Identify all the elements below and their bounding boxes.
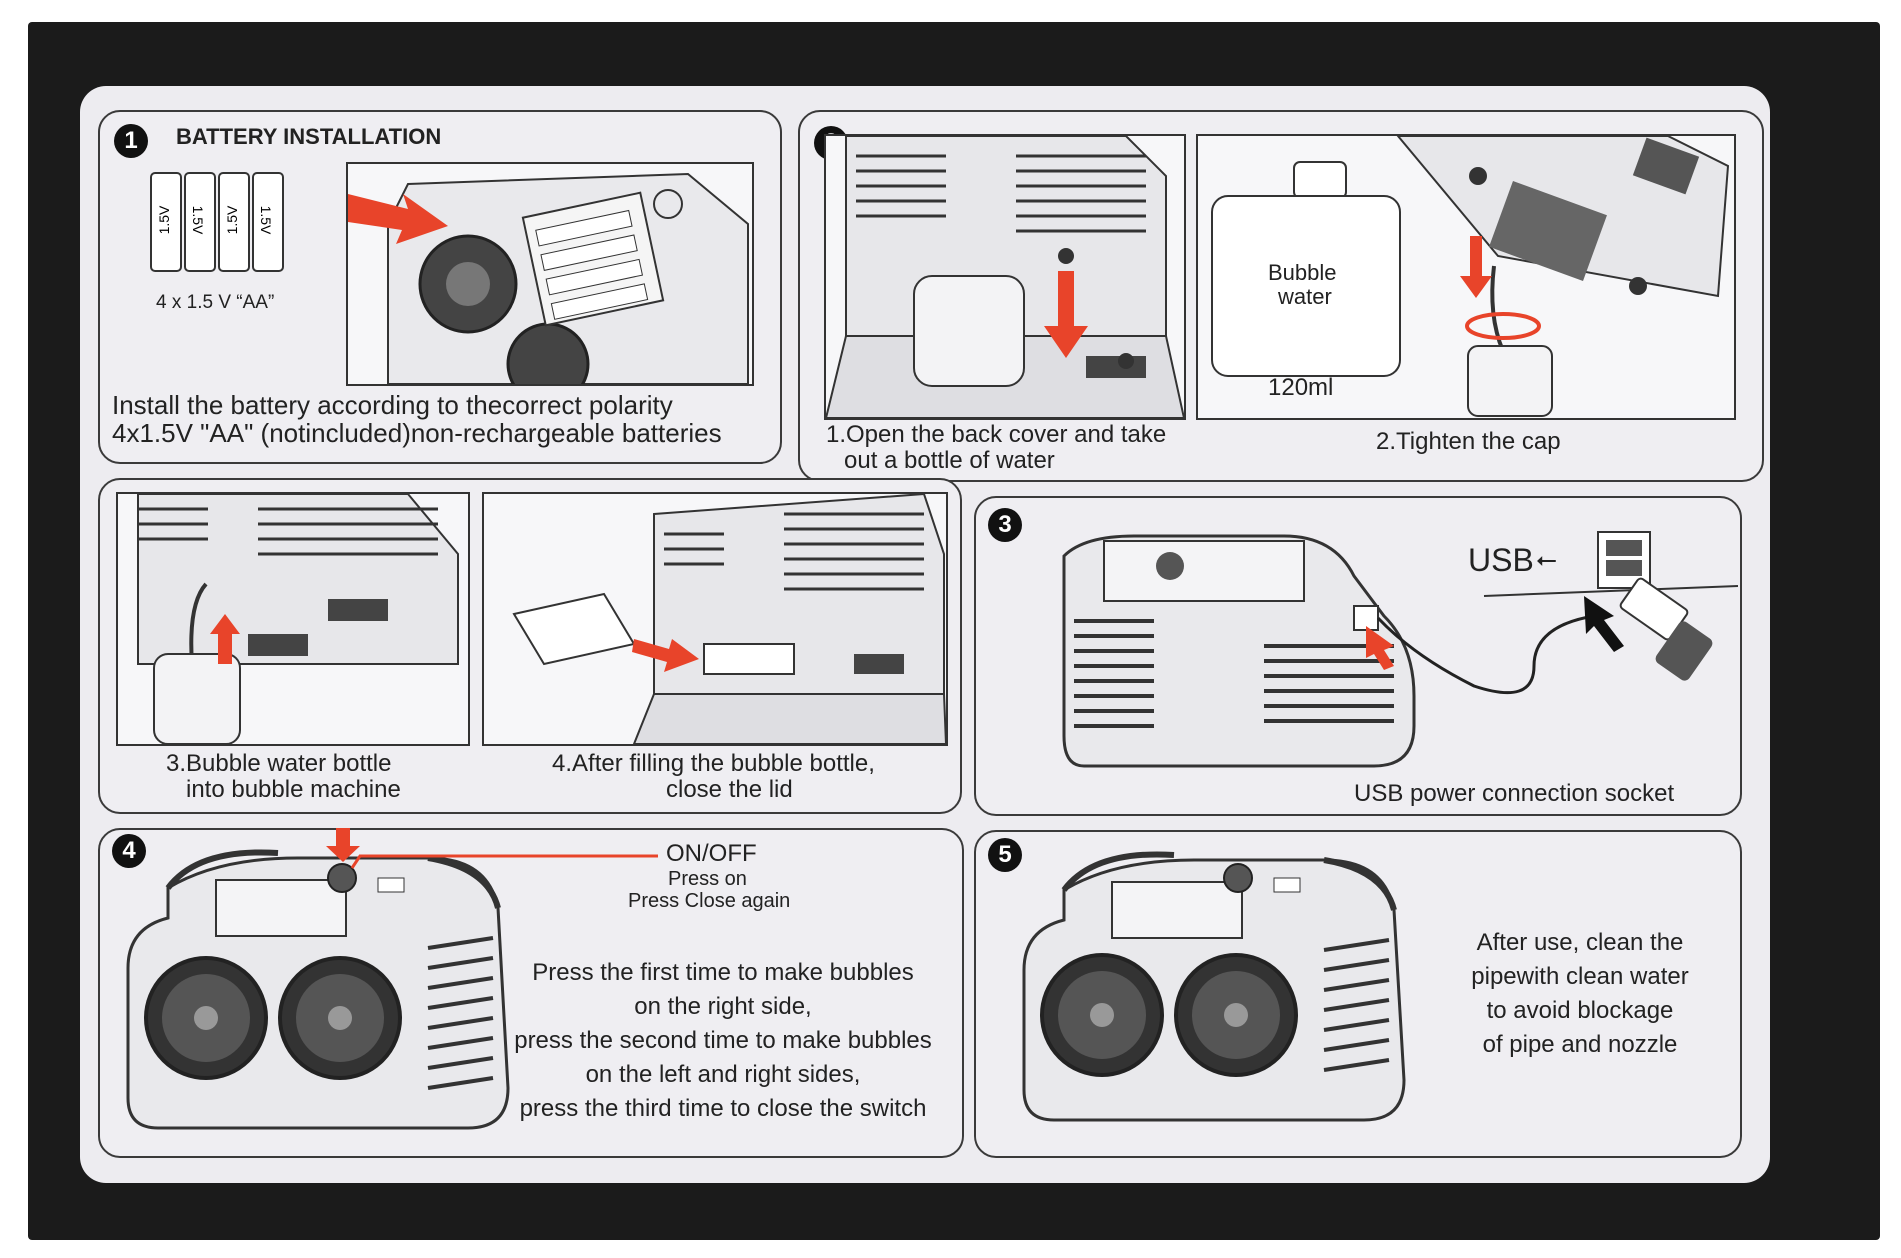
battery-caption: 4 x 1.5 V “AA” bbox=[156, 292, 275, 313]
insert-bottle-drawing bbox=[137, 494, 459, 744]
usb-symbol-icon: ⭠ bbox=[1536, 544, 1557, 574]
red-arrow-icon bbox=[1366, 626, 1394, 670]
usb-machine-drawing bbox=[1062, 531, 1738, 768]
clean-instruction-line: pipewith clean water bbox=[1471, 963, 1689, 990]
step-number-1: 1 bbox=[114, 124, 148, 158]
insert-bottle-line-2: into bubble machine bbox=[186, 776, 401, 803]
tighten-cap-illustration bbox=[1196, 134, 1736, 420]
clean-instruction-line: After use, clean the bbox=[1476, 929, 1684, 956]
open-cover-line-2: out a bottle of water bbox=[844, 447, 1055, 474]
open-cover-illustration bbox=[824, 134, 1186, 420]
red-arrow-icon bbox=[632, 639, 699, 672]
rotate-arrow-icon bbox=[1465, 312, 1541, 340]
open-cover-line-1: 1.Open the back cover and take bbox=[826, 421, 1167, 448]
bottle-label-line-1: Bubble bbox=[1268, 260, 1337, 285]
insert-bottle-illustration bbox=[116, 492, 470, 746]
battery-icon: 1.5V bbox=[184, 172, 216, 272]
usb-caption: USB power connection socket bbox=[1354, 780, 1675, 807]
step-number-5: 5 bbox=[988, 838, 1022, 872]
power-instruction-line: press the second time to make bubbles bbox=[514, 1027, 932, 1054]
battery-instruction-line-2: 4x1.5V "AA" (notincluded)non-rechargeabl… bbox=[112, 418, 722, 448]
power-instructions: Press the first time to make bubbles on … bbox=[498, 956, 948, 1126]
battery-icon-group: 1.5V 1.5V 1.5V 1.5V bbox=[150, 172, 290, 272]
power-machine-drawing bbox=[126, 828, 658, 1130]
clean-instruction-line: of pipe and nozzle bbox=[1482, 1031, 1678, 1058]
battery-icon: 1.5V bbox=[218, 172, 250, 272]
power-instruction-line: press the third time to close the switch bbox=[519, 1095, 927, 1122]
red-arrow-icon bbox=[1044, 271, 1088, 358]
bottle-volume: 120ml bbox=[1268, 374, 1334, 401]
step-number-3: 3 bbox=[988, 508, 1022, 542]
press-on-label: Press on bbox=[668, 868, 747, 890]
power-instruction-line: Press the first time to make bubbles bbox=[532, 959, 914, 986]
on-off-label: ON/OFF bbox=[666, 840, 757, 867]
insert-bottle-line-1: 3.Bubble water bottle bbox=[166, 750, 392, 777]
close-lid-drawing bbox=[512, 494, 946, 744]
battery-compartment-drawing bbox=[348, 172, 749, 384]
red-arrow-icon bbox=[348, 194, 448, 244]
close-lid-line-1: 4.After filling the bubble bottle, bbox=[552, 750, 875, 777]
red-arrow-icon bbox=[1460, 236, 1492, 298]
battery-illustration bbox=[346, 162, 754, 386]
battery-title: BATTERY INSTALLATION bbox=[176, 124, 442, 149]
bottle-label-line-2: water bbox=[1278, 284, 1332, 309]
clean-machine-drawing bbox=[1022, 851, 1406, 1122]
battery-instruction-line-1: Install the battery according to thecorr… bbox=[112, 390, 673, 420]
usb-port-label: USB bbox=[1468, 542, 1534, 578]
tighten-cap-caption: 2.Tighten the cap bbox=[1376, 428, 1561, 455]
press-close-label: Press Close again bbox=[628, 890, 791, 912]
power-instruction-line: on the right side, bbox=[634, 993, 812, 1020]
close-lid-illustration bbox=[482, 492, 948, 746]
tighten-cap-drawing bbox=[1211, 136, 1730, 417]
battery-icon: 1.5V bbox=[150, 172, 182, 272]
power-instruction-line: on the left and right sides, bbox=[585, 1061, 861, 1088]
close-lid-line-2: close the lid bbox=[666, 776, 793, 803]
red-arrow-icon bbox=[326, 828, 360, 862]
step-number-4: 4 bbox=[112, 834, 146, 868]
open-cover-drawing bbox=[826, 136, 1184, 418]
clean-instruction-line: to avoid blockage bbox=[1486, 997, 1674, 1024]
red-arrow-icon bbox=[210, 614, 240, 664]
battery-icon: 1.5V bbox=[252, 172, 284, 272]
clean-instructions: After use, clean the pipewith clean wate… bbox=[1440, 926, 1720, 1062]
